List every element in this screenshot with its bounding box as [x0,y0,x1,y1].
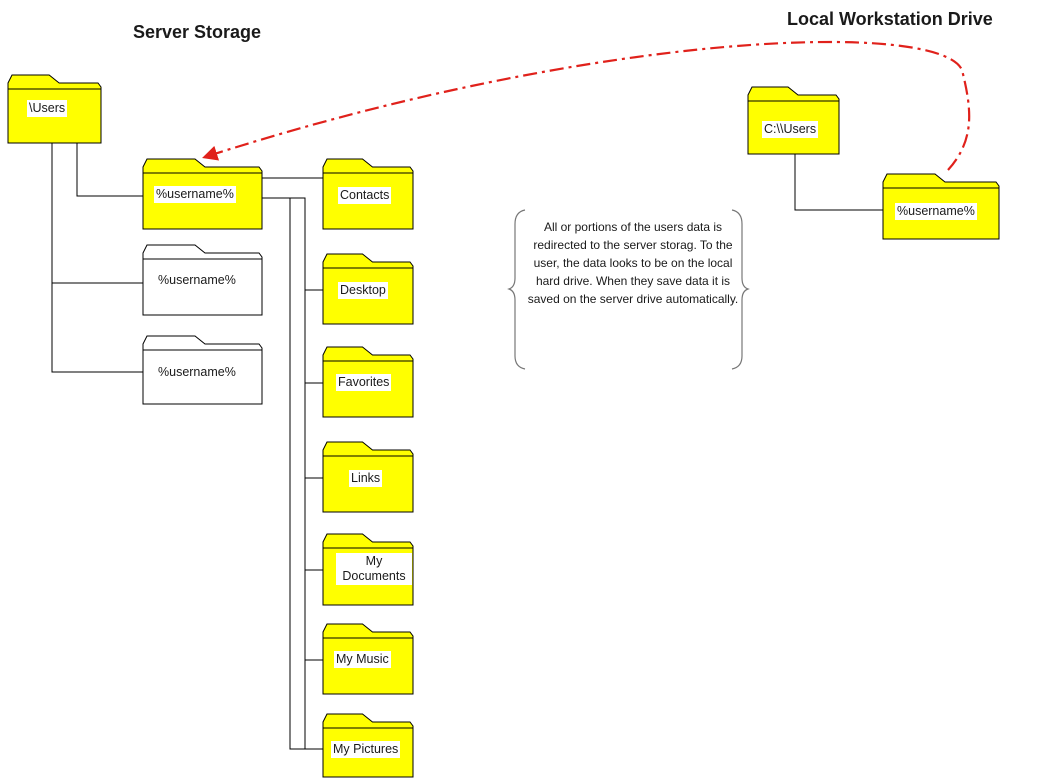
brace-right [731,209,750,370]
folder-label-desktop: Desktop [338,282,388,299]
folder-label-my-documents: My Documents [336,553,412,585]
folder-label-user-main: %username% [154,186,236,203]
folder-label-contacts: Contacts [338,187,392,204]
server-tree-connectors [51,143,323,750]
title-local-workstation-drive: Local Workstation Drive [787,9,993,29]
folders-layer [7,74,1000,778]
connector-users-vertical [51,143,143,373]
curly-brace-icon [507,209,750,370]
brace-left [507,209,526,370]
redirect-arrow [202,40,971,171]
title-server-storage: Server Storage [133,22,262,42]
connector-mid-left [289,198,305,750]
folder-label-local-user: %username% [895,203,977,220]
redirection-note: All or portions of the users data is red… [527,220,739,306]
connector-subfolders-trunk [262,197,323,750]
local-tree-connectors [794,154,883,211]
folder-label-my-music: My Music [334,651,391,668]
folder-label-links: Links [349,470,383,487]
folder-label-user-2: %username% [156,272,238,289]
connector-users-to-user-main [76,143,143,197]
folder-label-users: \Users [27,100,68,117]
folder-label-user-3: %username% [156,364,238,381]
folder-label-favorites: Favorites [336,374,392,391]
connector-local-users-to-user [794,154,883,211]
folder-label-my-pictures: My Pictures [331,741,401,758]
folder-label-local-users: C:\\Users [762,121,819,138]
